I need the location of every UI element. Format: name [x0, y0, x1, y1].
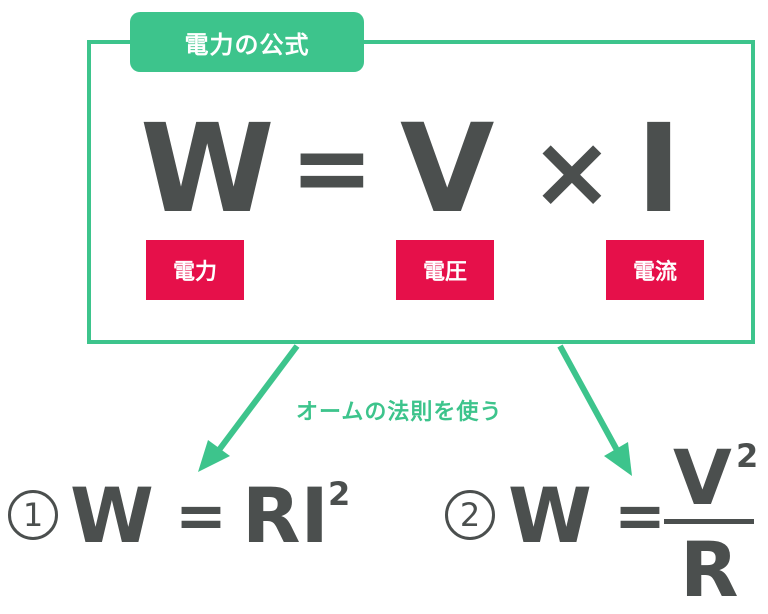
title-tag: 電力の公式	[130, 12, 364, 72]
formula2-numerator: V	[673, 433, 732, 522]
multiply-sign: ×	[530, 113, 614, 230]
formula2-equals: =	[614, 479, 666, 552]
arrows-layer	[198, 344, 632, 476]
formula2-number: 2	[445, 490, 495, 540]
formula1-w: W	[70, 471, 154, 560]
formula1-number: 1	[8, 490, 58, 540]
power-symbol: W	[140, 98, 275, 240]
formula2-denominator: R	[680, 525, 739, 614]
voltage-label: 電圧	[396, 240, 494, 300]
left-arrow-icon	[198, 344, 300, 472]
power-label: 電力	[146, 240, 244, 300]
current-label: 電流	[606, 240, 704, 300]
formula1-exponent: 2	[328, 475, 351, 513]
current-symbol: I	[636, 98, 682, 240]
formula2-exponent: 2	[736, 437, 759, 475]
equals-sign: =	[290, 109, 374, 226]
ohm-law-note: オームの法則を使う	[296, 400, 503, 425]
formula1-rhs: RI	[242, 471, 329, 560]
formula1-equals: =	[175, 479, 227, 552]
fraction-bar	[664, 519, 754, 524]
voltage-symbol: V	[400, 98, 495, 240]
right-arrow-icon	[557, 344, 632, 476]
formula2-w: W	[508, 471, 592, 560]
